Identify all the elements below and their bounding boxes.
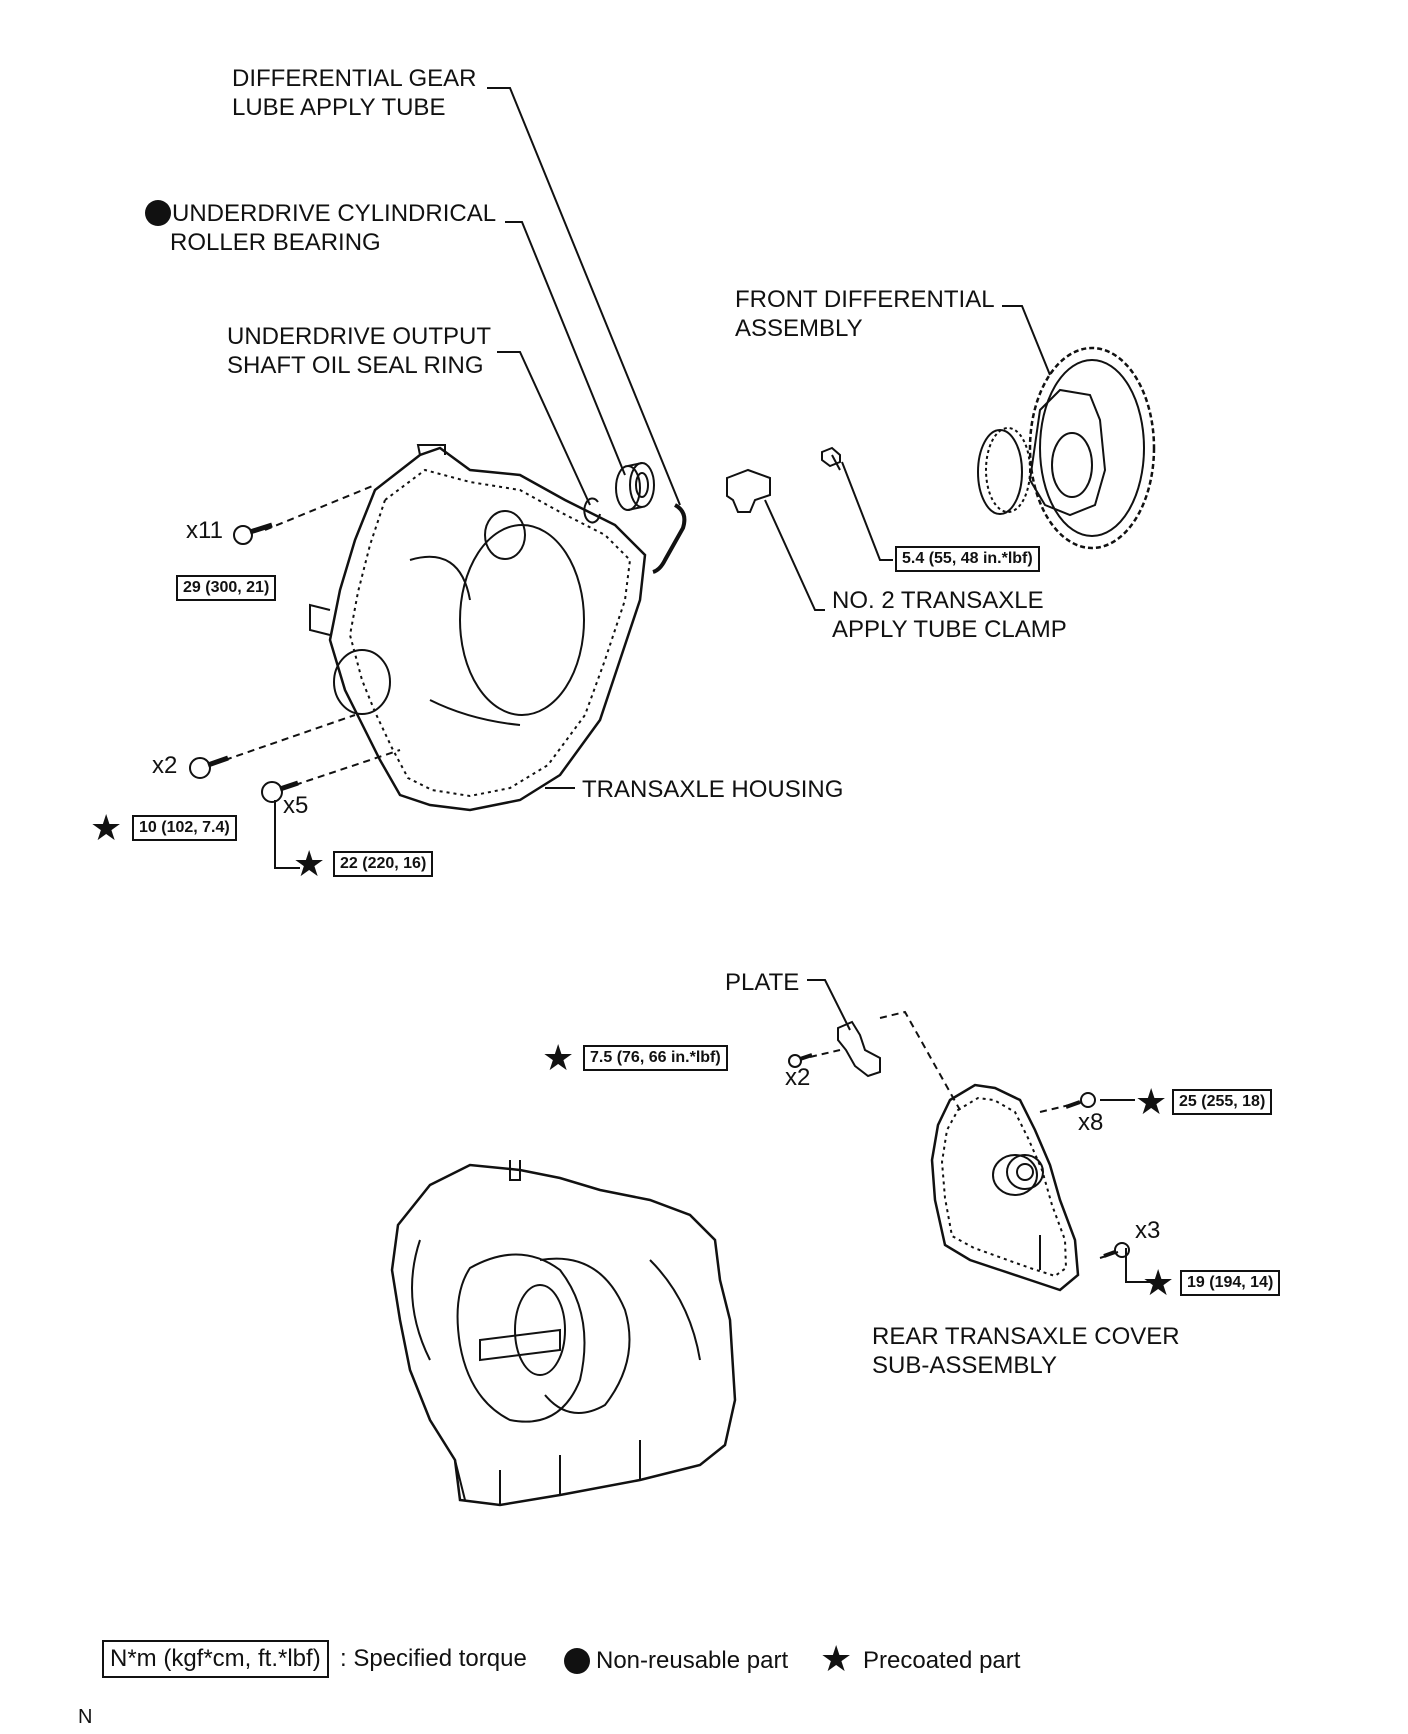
underdrive-output-shaft-oil-seal-ring <box>583 497 601 524</box>
dash-line-x11 <box>264 484 376 531</box>
bolt-x11 <box>233 522 273 545</box>
torque-25: 25 (255, 18) <box>1172 1089 1273 1115</box>
qty-x3: x3 <box>1135 1217 1161 1244</box>
bolt-x8 <box>1065 1092 1096 1109</box>
plate-part <box>837 1020 881 1078</box>
qty-x11: x11 <box>186 517 223 544</box>
transaxle-housing <box>309 444 647 812</box>
dash-line-x2 <box>224 714 356 761</box>
qty-x2-plate: x2 <box>785 1064 811 1091</box>
leader-front-diff <box>1002 305 1051 376</box>
precoated-star-icon: ★ <box>293 843 326 884</box>
bolt-7-5 <box>788 1053 813 1068</box>
label-front-diff-line1: FRONT DIFFERENTIAL <box>735 286 995 313</box>
legend-precoated: Precoated part <box>863 1647 1021 1674</box>
label-front-diff-line2: ASSEMBLY <box>735 315 863 342</box>
label-diff-tube-line2: LUBE APPLY TUBE <box>232 94 446 121</box>
differential-gear-lube-apply-tube <box>652 503 687 574</box>
precoated-star-icon: ★ <box>1142 1262 1175 1303</box>
leader-bolt-5-4 <box>841 461 893 561</box>
qty-x5: x5 <box>283 792 309 819</box>
bolt-5-4 <box>821 446 841 471</box>
label-bearing-line1: UNDERDRIVE CYLINDRICAL <box>172 200 497 227</box>
label-transaxle-housing: TRANSAXLE HOUSING <box>582 776 844 803</box>
leader-bearing <box>505 221 626 476</box>
dash-line-plate <box>879 1010 961 1111</box>
dash-line-7-5 <box>809 1049 841 1058</box>
qty-x2-housing: x2 <box>152 752 178 779</box>
label-seal-line1: UNDERDRIVE OUTPUT <box>227 323 492 350</box>
front-differential-assembly <box>977 346 1156 550</box>
label-bearing-line2: ROLLER BEARING <box>170 229 381 256</box>
label-rear-cover-line1: REAR TRANSAXLE COVER <box>872 1323 1180 1350</box>
leader-x3 <box>1125 1248 1150 1283</box>
leader-seal <box>497 351 591 506</box>
torque-10: 10 (102, 7.4) <box>132 815 237 841</box>
legend-torque-unit-box: N*m (kgf*cm, ft.*lbf) <box>102 1640 329 1678</box>
transaxle-case <box>390 1160 737 1507</box>
torque-7-5: 7.5 (76, 66 in.*lbf) <box>583 1045 728 1071</box>
non-reusable-dot-icon <box>145 200 171 226</box>
label-plate: PLATE <box>725 969 800 996</box>
bolt-x5 <box>261 780 299 803</box>
bolt-x2 <box>189 755 229 779</box>
leader-x5 <box>274 800 300 869</box>
label-clamp-line1: NO. 2 TRANSAXLE <box>832 587 1044 614</box>
qty-x8: x8 <box>1078 1109 1104 1136</box>
precoated-star-icon: ★ <box>1135 1081 1168 1122</box>
label-rear-cover-line2: SUB-ASSEMBLY <box>872 1352 1057 1379</box>
no2-transaxle-apply-tube-clamp <box>726 468 771 513</box>
torque-29: 29 (300, 21) <box>176 575 277 601</box>
torque-22: 22 (220, 16) <box>333 851 434 877</box>
torque-5-4: 5.4 (55, 48 in.*lbf) <box>895 546 1040 572</box>
dash-line-x5 <box>294 749 401 786</box>
leader-diff-tube <box>487 87 681 506</box>
torque-19: 19 (194, 14) <box>1180 1270 1281 1296</box>
bolt-x3 <box>1103 1242 1130 1258</box>
legend-non-reusable: Non-reusable part <box>596 1647 789 1674</box>
rear-transaxle-cover-sub-assembly <box>930 1083 1080 1292</box>
legend-specified-torque: : Specified torque <box>340 1645 527 1672</box>
footer-code: N <box>78 1706 93 1728</box>
label-diff-tube-line1: DIFFERENTIAL GEAR <box>232 65 477 92</box>
precoated-star-icon: ★ <box>542 1037 575 1078</box>
precoated-star-icon: ★ <box>90 807 123 848</box>
legend-precoated-star-icon: ★ <box>820 1638 853 1679</box>
leader-plate <box>807 979 851 1031</box>
underdrive-cylindrical-roller-bearing <box>615 462 655 511</box>
label-seal-line2: SHAFT OIL SEAL RING <box>227 352 484 379</box>
legend-non-reusable-dot-icon <box>564 1648 590 1674</box>
leader-clamp <box>764 499 825 611</box>
label-clamp-line2: APPLY TUBE CLAMP <box>832 616 1067 643</box>
